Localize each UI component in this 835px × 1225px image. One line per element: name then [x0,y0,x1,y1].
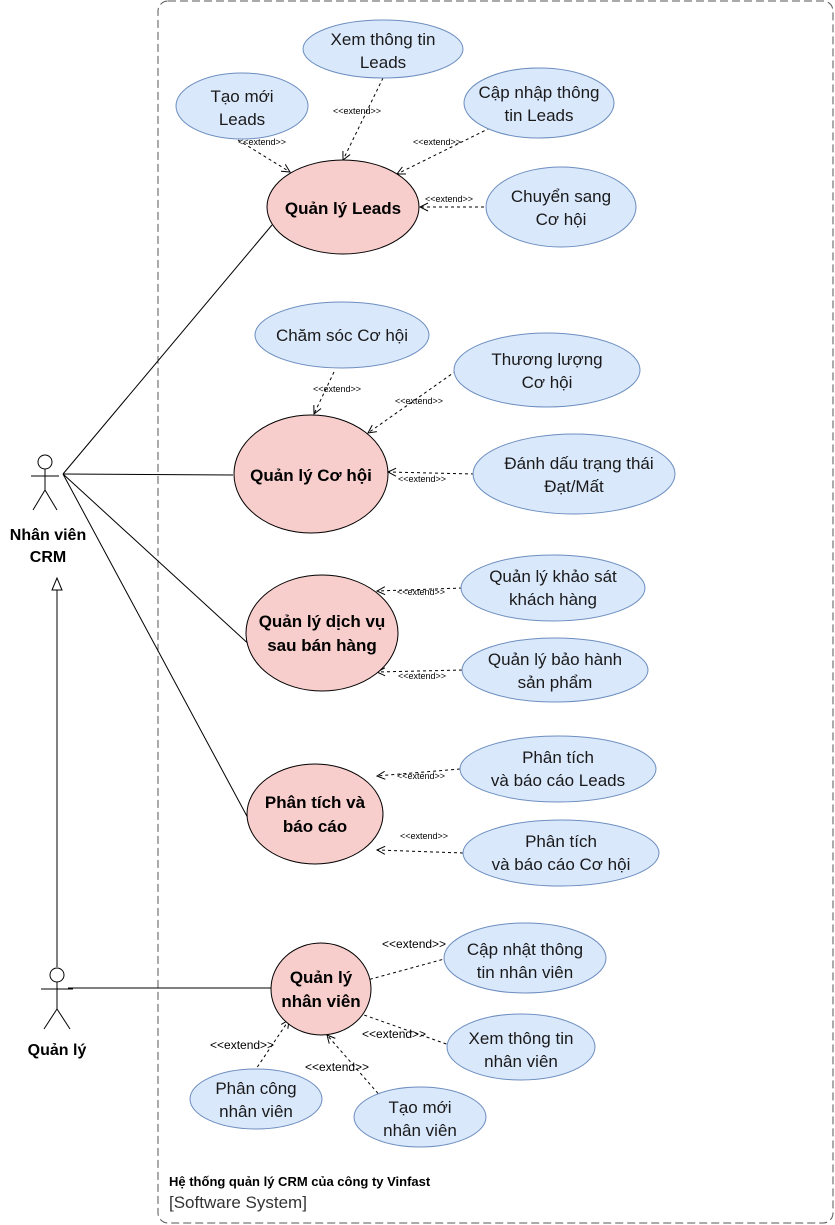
usecase-customer-survey-label-1: Quản lý khảo sát [489,567,617,586]
extend-view-lead [343,77,384,160]
extend-survey [377,588,463,591]
usecase-assign-staff[interactable]: Phân công nhân viên [189,1068,323,1130]
extend-create-lead [237,139,290,172]
usecase-care-opportunity[interactable]: Chăm sóc Cơ hội [254,301,430,369]
extend-label: <<extend>> [398,671,446,681]
extend-view-staff [347,1009,453,1047]
usecase-analyze-leads-label-2: và báo cáo Leads [491,771,625,790]
usecase-analyze-opportunity[interactable]: Phân tích và báo cáo Cơ hội [462,819,660,887]
usecase-update-staff-label-2: tin nhân viên [477,963,573,982]
usecase-update-lead-label-2: tin Leads [505,106,574,125]
usecase-assign-staff-label-2: nhân viên [219,1102,293,1121]
extend-label: <<extend>> [305,1060,369,1074]
usecase-update-lead-label-1: Cập nhập thông [479,83,600,102]
generalization-arrowhead [51,576,63,591]
extend-label: <<extend>> [413,137,461,147]
usecase-analytics-label-1: Phân tích và [265,793,366,812]
extend-label: <<extend>> [382,937,446,951]
usecase-analyze-leads[interactable]: Phân tích và báo cáo Leads [459,735,657,803]
extend-label: <<extend>> [395,396,443,406]
usecase-mark-opportunity-label-2: Đạt/Mất [544,477,604,496]
assoc-staff-after-sales [62,473,254,649]
system-title: Hệ thống quản lý CRM của công ty Vinfast [169,1174,431,1189]
usecase-staff-management[interactable]: Quản lý nhân viên [270,942,372,1036]
assoc-staff-analytics [62,473,250,821]
extend-assign-staff [253,1020,289,1073]
usecase-view-staff-label-2: nhân viên [484,1052,558,1071]
extend-label: <<extend>> [425,194,473,204]
extend-label: <<extend>> [398,474,446,484]
usecase-product-warranty-label-1: Quản lý bảo hành [488,650,622,669]
extend-label: <<extend>> [210,1038,274,1052]
usecase-update-lead[interactable]: Cập nhập thông tin Leads [463,67,615,139]
usecase-analyze-opportunity-label-2: và báo cáo Cơ hội [492,855,631,874]
extend-analyze-leads [377,768,461,776]
system-boundary [157,0,834,1224]
usecase-customer-survey[interactable]: Quản lý khảo sát khách hàng [460,554,646,622]
usecase-create-lead-label-1: Tạo mới [210,87,273,106]
extend-label: <<extend>> [397,587,445,597]
actor-manager-label: Quản lý [28,1042,87,1059]
extend-update-lead [397,127,491,174]
usecase-create-lead-label-2: Leads [219,110,265,129]
actor-staff-label-line1: Nhân viên [10,527,86,544]
extend-label: <<extend>> [400,831,448,841]
extend-label: <<extend>> [238,137,286,147]
extend-care-opp [314,371,335,414]
usecase-manage-opportunity-label: Quản lý Cơ hội [250,466,372,485]
usecase-manage-opportunity[interactable]: Quản lý Cơ hội [233,414,389,534]
extend-label: <<extend>> [333,106,381,116]
usecase-product-warranty-label-2: sản phẩm [518,673,593,692]
usecase-customer-survey-label-2: khách hàng [509,590,597,609]
actor-staff[interactable] [31,454,59,511]
usecase-update-staff[interactable]: Cập nhật thông tin nhân viên [443,922,607,994]
usecase-view-lead[interactable]: Xem thông tin Leads [302,19,464,79]
assoc-staff-leads [62,224,273,475]
usecase-manage-leads-label: Quản lý Leads [285,199,401,218]
assoc-staff-opportunity [62,473,234,476]
usecase-create-staff-label-1: Tạo mới [388,1098,451,1117]
extend-analyze-opp [377,850,464,853]
usecase-view-lead-label-2: Leads [360,53,406,72]
extend-create-staff [327,1035,383,1099]
usecase-negotiate-opportunity[interactable]: Thương lượng Cơ hội [453,332,641,408]
usecase-staff-management-label-1: Quản lý [290,968,353,987]
usecase-convert-lead[interactable]: Chuyển sang Cơ hội [485,166,637,248]
usecase-assign-staff-label-1: Phân công [215,1079,296,1098]
usecase-analyze-opportunity-label-1: Phân tích [525,832,597,851]
usecase-mark-opportunity-label-1: Đánh dấu trạng thái [504,454,653,473]
extend-label: <<extend>> [362,1027,426,1041]
usecase-after-sales[interactable]: Quản lý dịch vụ sau bán hàng [245,574,399,692]
usecase-care-opportunity-label: Chăm sóc Cơ hội [276,326,408,345]
actor-manager[interactable] [41,967,73,1030]
actor-staff-label-line2: CRM [30,549,66,566]
usecase-analyze-leads-label-1: Phân tích [522,748,594,767]
usecase-negotiate-opportunity-label-2: Cơ hội [522,373,573,392]
usecase-staff-management-label-2: nhân viên [281,992,360,1011]
extend-warranty [377,670,463,672]
usecase-manage-leads[interactable]: Quản lý Leads [266,159,420,255]
usecase-after-sales-label-2: sau bán hàng [267,636,377,655]
usecase-after-sales-label-1: Quản lý dịch vụ [259,612,386,631]
usecase-update-staff-label-1: Cập nhật thông [467,940,583,959]
usecase-create-staff[interactable]: Tạo mới nhân viên [353,1086,487,1148]
usecase-convert-lead-label-1: Chuyển sang [511,187,611,206]
extend-label: <<extend>> [397,771,445,781]
usecase-analytics-label-2: báo cáo [283,817,347,836]
extend-update-staff [360,957,449,982]
extend-label: <<extend>> [313,384,361,394]
usecase-view-staff-label-1: Xem thông tin [469,1029,574,1048]
usecase-analytics[interactable]: Phân tích và báo cáo [246,763,384,865]
usecase-convert-lead-label-2: Cơ hội [536,210,587,229]
usecase-create-lead[interactable]: Tạo mới Leads [175,72,309,140]
usecase-product-warranty[interactable]: Quản lý bảo hành sản phẩm [461,637,649,703]
usecase-view-lead-label-1: Xem thông tin [331,30,436,49]
usecase-create-staff-label-2: nhân viên [383,1121,457,1140]
extend-mark-opp [388,472,475,474]
system-subtitle: [Software System] [169,1193,307,1212]
usecase-mark-opportunity[interactable]: Đánh dấu trạng thái Đạt/Mất [472,433,676,515]
usecase-negotiate-opportunity-label-1: Thương lượng [491,350,602,369]
usecase-view-staff[interactable]: Xem thông tin nhân viên [446,1013,596,1081]
